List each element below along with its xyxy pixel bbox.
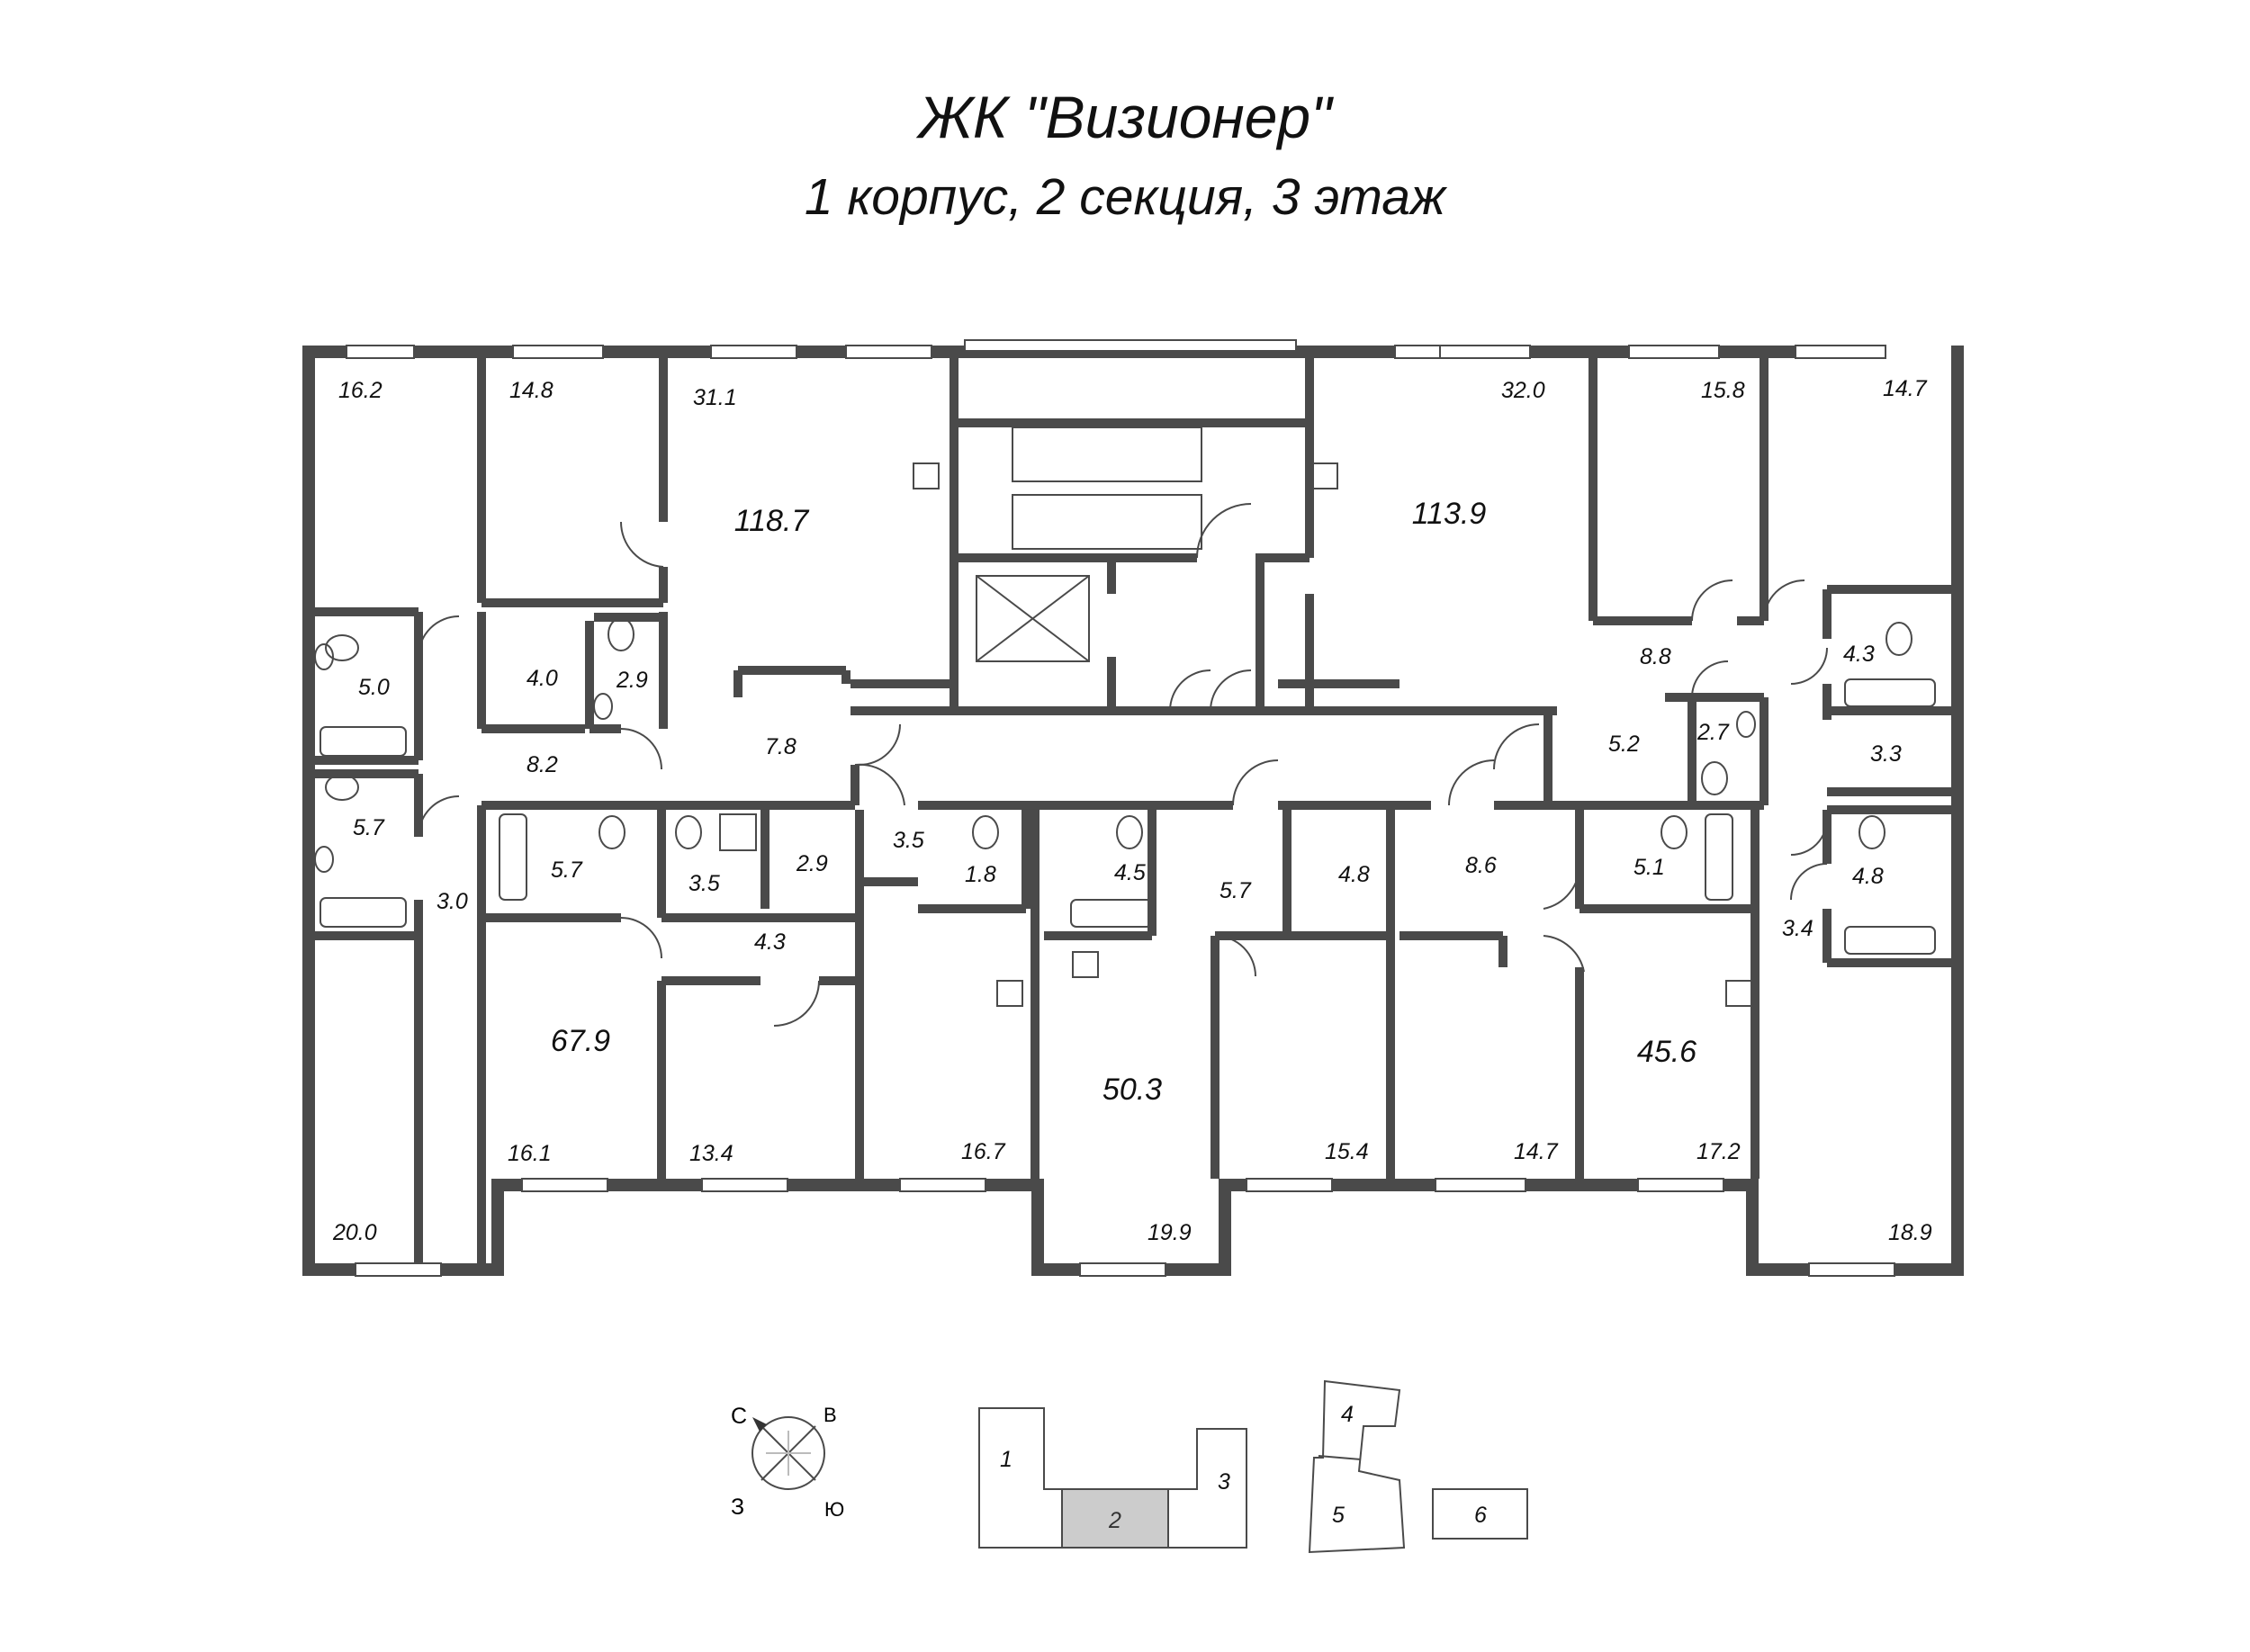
room-area: 4.0: [526, 666, 558, 691]
room-area: 5.7: [353, 815, 385, 840]
section-label: 3: [1218, 1469, 1230, 1495]
room-area: 14.7: [1883, 376, 1928, 401]
room-area: 8.2: [526, 752, 558, 777]
apartment-50-3: 50.3 19.9 15.4 4.5 5.7 4.8: [1102, 860, 1370, 1245]
room-area: 14.7: [1514, 1139, 1559, 1164]
apartment-total-area: 118.7: [734, 504, 810, 538]
section-label: 1: [1000, 1447, 1012, 1472]
room-area: 15.4: [1325, 1139, 1369, 1164]
room-area: 1.8: [965, 862, 996, 887]
room-area: 16.2: [338, 378, 382, 403]
room-area: 3.4: [1782, 916, 1814, 941]
section-key-map: 1 2 3 4 5 6: [978, 1379, 1528, 1554]
section-label: 6: [1474, 1503, 1487, 1528]
compass-south: Ю: [824, 1498, 844, 1521]
doors: [418, 503, 1828, 1027]
room-area: 5.7: [551, 857, 583, 883]
section-label: 5: [1332, 1503, 1345, 1528]
room-area: 17.2: [1696, 1139, 1741, 1164]
complex-title: ЖК "Визионер": [918, 84, 1332, 150]
room-area: 4.8: [1852, 864, 1884, 889]
apartment-total-area: 45.6: [1637, 1035, 1696, 1069]
room-area: 2.7: [1696, 720, 1730, 745]
room-area: 32.0: [1501, 378, 1545, 403]
room-area: 8.8: [1640, 644, 1671, 669]
room-area: 4.8: [1338, 862, 1370, 887]
section-label: 4: [1341, 1402, 1354, 1427]
bathroom-fixtures: [314, 617, 1936, 955]
room-area: 18.9: [1888, 1220, 1932, 1245]
apartment-113-9: 113.9 32.0 15.8 14.7 8.8 5.2 2.7 4.3 3.3: [1412, 376, 1928, 767]
room-area: 2.9: [616, 668, 648, 693]
room-area: 16.7: [961, 1139, 1006, 1164]
room-area: 7.8: [765, 734, 796, 759]
room-area: 3.5: [893, 828, 924, 853]
apartment-total-area: 113.9: [1412, 497, 1487, 531]
room-area: 5.2: [1608, 732, 1640, 757]
room-area: 31.1: [693, 385, 737, 410]
floor-subtitle: 1 корпус, 2 секция, 3 этаж: [804, 168, 1446, 226]
room-area: 3.3: [1870, 741, 1902, 767]
room-area: 5.7: [1220, 878, 1252, 903]
room-area: 4.3: [754, 929, 786, 955]
stove-icons: [913, 462, 1752, 1007]
room-area: 2.9: [796, 851, 828, 876]
apartment-67-9: 67.9 16.1 13.4 16.7 5.7 3.5 2.9 3.5 1.8 …: [332, 828, 1006, 1245]
interior-walls: [315, 358, 1951, 1263]
highlighted-section-2: [1061, 1488, 1169, 1549]
room-area: 5.1: [1634, 855, 1665, 880]
apartment-45-6: 45.6 14.7 17.2 8.6 5.1 4.8 3.4 18.9: [1465, 853, 1932, 1245]
apartment-total-area: 67.9: [551, 1024, 610, 1058]
room-area: 16.1: [508, 1141, 552, 1166]
room-area: 3.0: [436, 889, 468, 914]
room-area: 15.8: [1701, 378, 1745, 403]
room-area: 4.3: [1843, 642, 1875, 667]
compass: С В Ю З: [731, 1404, 844, 1521]
windows: [346, 345, 1895, 1277]
room-area: 4.5: [1114, 860, 1146, 885]
room-area: 14.8: [509, 378, 554, 403]
room-area: 8.6: [1465, 853, 1497, 878]
compass-east: В: [824, 1404, 837, 1426]
room-area: 13.4: [689, 1141, 734, 1166]
compass-west: З: [731, 1495, 744, 1520]
apartment-total-area: 50.3: [1102, 1073, 1162, 1107]
compass-north: С: [731, 1404, 747, 1429]
room-area: 3.5: [688, 871, 720, 896]
room-area: 20.0: [332, 1220, 377, 1245]
apartment-118-7: 118.7 16.2 14.8 31.1 8.2 7.8 5.0 4.0 2.9…: [338, 378, 809, 914]
room-area: 19.9: [1148, 1220, 1192, 1245]
room-area: 5.0: [358, 675, 390, 700]
section-label: 2: [1108, 1508, 1121, 1533]
